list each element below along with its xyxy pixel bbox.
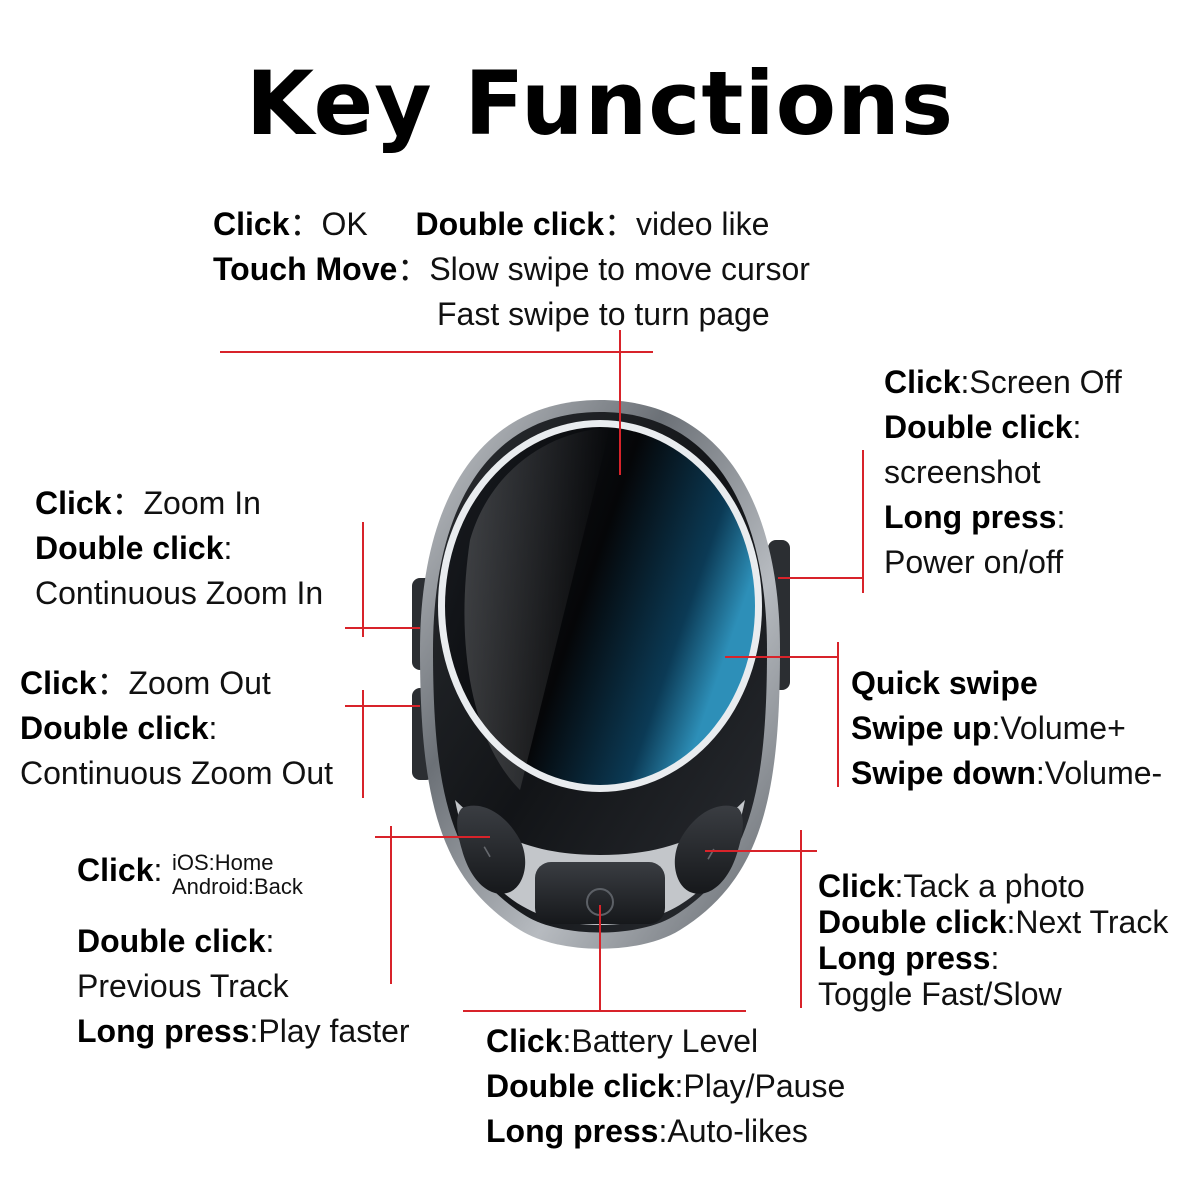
left-bottom-button xyxy=(457,805,526,894)
label-zoom-out: Click：Zoom Out Double click: Continuous … xyxy=(20,665,334,791)
callout-line-zoomout-h xyxy=(345,705,420,707)
callout-line-power-h xyxy=(778,577,864,579)
right-bottom-button xyxy=(674,805,743,894)
label-quick-swipe: Quick swipe Swipe up:Volume+ Swipe down:… xyxy=(851,665,1163,791)
label-power-button: Click:Screen Off Double click: screensho… xyxy=(884,364,1122,580)
callout-line-top-h xyxy=(220,351,653,353)
callout-line-swipe-h xyxy=(725,656,838,658)
callout-line-power-v xyxy=(862,450,864,593)
callout-line-rightbtn-h xyxy=(705,850,817,852)
label-center-button: Click:Battery Level Double click:Play/Pa… xyxy=(486,1023,846,1149)
label-touch-move: Touch Move：Slow swipe to move cursor xyxy=(213,251,810,287)
page-title: Key Functions xyxy=(245,52,955,155)
callout-line-center-v xyxy=(599,905,601,1010)
callout-line-leftbtn-h xyxy=(375,836,490,838)
label-touchpad: Click：OK Double click：video like xyxy=(213,206,770,242)
callout-line-zoomin-h xyxy=(345,627,420,629)
callout-line-leftbtn-v xyxy=(390,826,392,984)
callout-line-center-h xyxy=(463,1010,746,1012)
label-left-button-os: iOS:Home Android:Back xyxy=(172,850,303,899)
callout-line-rightbtn-v xyxy=(800,830,802,1008)
callout-line-swipe-v xyxy=(837,642,839,787)
callout-line-top-v xyxy=(619,330,621,475)
center-bottom-button xyxy=(535,862,665,924)
label-left-button: Double click: Previous Track Long press:… xyxy=(77,923,410,1049)
label-right-button: Click:Tack a photo Double click:Next Tra… xyxy=(818,868,1169,1012)
label-touch-move-2: Fast swipe to turn page xyxy=(437,296,770,332)
callout-line-zoomin-v xyxy=(362,522,364,637)
callout-line-zoomout-v xyxy=(362,690,364,798)
label-left-button-click: Click: xyxy=(77,852,163,888)
label-zoom-in: Click：Zoom In Double click: Continuous Z… xyxy=(35,485,324,611)
